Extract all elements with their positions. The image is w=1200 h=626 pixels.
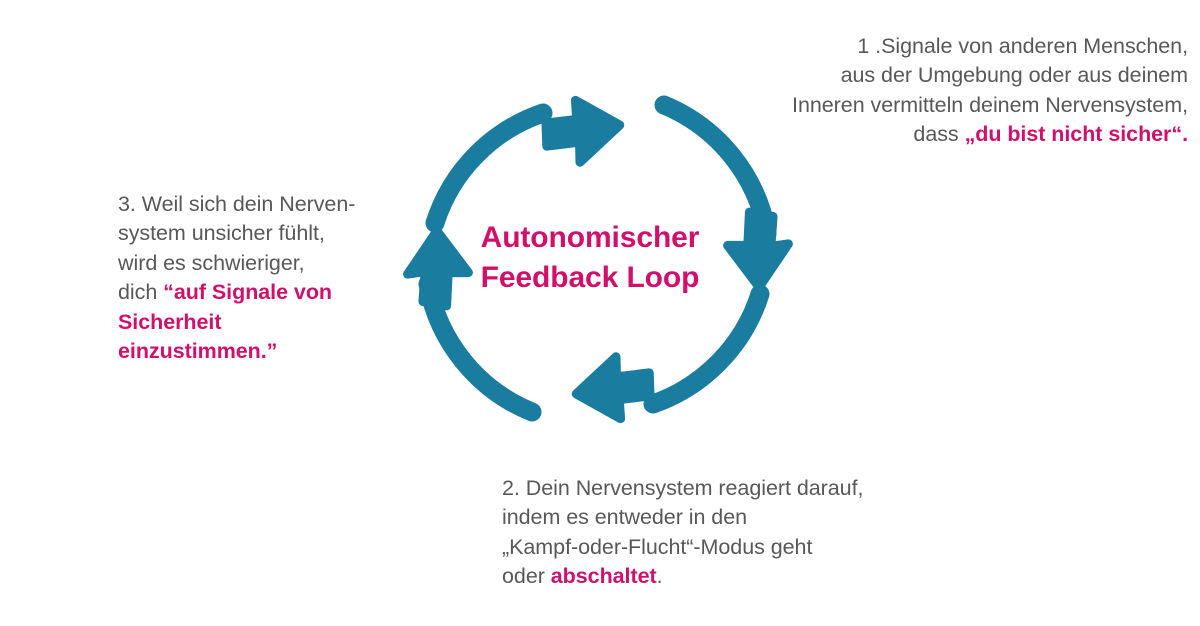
loop-center-title: Autonomischer Feedback Loop [440, 218, 740, 298]
body-text: dass [913, 122, 965, 147]
callout-line: indem es entweder in den [502, 503, 972, 532]
body-text: 2. Dein Nervensystem reagiert darauf, [502, 476, 864, 500]
emphasis-text: “auf Signale von [163, 280, 333, 305]
callout-line: oder abschaltet. [502, 562, 972, 591]
arrow-left-head [403, 226, 473, 311]
callout-line: Sicherheit [118, 308, 418, 337]
callout-line: einzustimmen.” [118, 337, 418, 366]
center-title-line-1: Autonomischer [480, 221, 700, 254]
callout-line: wird es schwieriger, [118, 249, 418, 278]
arc-segment-bottom-right [643, 284, 770, 414]
body-text: „Kampf-oder-Flucht“-Modus geht [502, 534, 813, 559]
callout-line: 1 .Signale von anderen Menschen, [688, 32, 1188, 61]
callout-line: aus der Umgebung oder aus deinem [688, 61, 1188, 90]
body-text: system unsicher fühlt, [118, 221, 325, 246]
arrow-bottom-head [571, 352, 655, 424]
callout-step-1: 1 .Signale von anderen Menschen, aus der … [688, 32, 1188, 150]
body-text: aus der Umgebung oder aus deinem [840, 63, 1188, 88]
callout-line: „Kampf-oder-Flucht“-Modus geht [502, 533, 972, 562]
emphasis-text: „du bist nicht sicher“. [964, 122, 1188, 147]
body-text: oder [502, 564, 551, 589]
body-text: wird es schwieriger, [118, 250, 305, 275]
emphasis-text: abschaltet [550, 564, 657, 589]
autonomic-feedback-loop-graphic [388, 68, 808, 450]
callout-step-3: 3. Weil sich dein Nerven-system unsicher… [118, 190, 418, 367]
body-text: Inneren vermitteln deinem Nervensystem, [792, 92, 1188, 117]
body-text: 1 .Signale von anderen Menschen, [857, 34, 1188, 58]
center-title-line-2: Feedback Loop [480, 260, 700, 294]
body-text: 3. Weil sich dein Nerven- [118, 192, 356, 216]
body-text: dich [118, 280, 164, 305]
emphasis-text: Sicherheit [118, 309, 222, 334]
callout-line: dass „du bist nicht sicher“. [688, 120, 1188, 149]
callout-line: Inneren vermitteln deinem Nervensystem, [688, 91, 1188, 120]
callout-step-2: 2. Dein Nervensystem reagiert darauf, ind… [502, 474, 972, 592]
arrow-right-head [723, 207, 793, 292]
callout-line: dich “auf Signale von [118, 278, 418, 307]
callout-line: 3. Weil sich dein Nerven- [118, 190, 418, 219]
emphasis-text: einzustimmen.” [118, 339, 278, 364]
callout-line: system unsicher fühlt, [118, 219, 418, 248]
body-text: . [656, 564, 663, 589]
arrow-top-head [541, 95, 625, 167]
body-text: indem es entweder in den [502, 505, 748, 530]
arc-segment-top-left [425, 103, 553, 233]
callout-line: 2. Dein Nervensystem reagiert darauf, [502, 474, 972, 503]
